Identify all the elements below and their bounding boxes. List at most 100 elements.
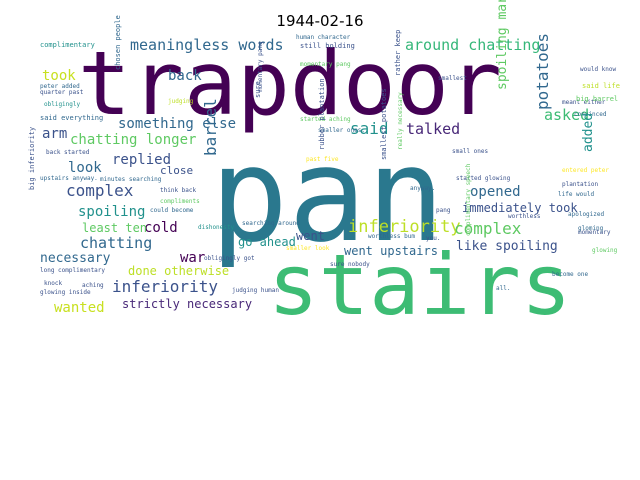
- cloud-word: look: [68, 160, 102, 176]
- cloud-word: wanted: [54, 300, 105, 316]
- cloud-word: quarter past: [40, 89, 84, 96]
- cloud-word: said life: [582, 82, 620, 90]
- cloud-word: said everything: [40, 114, 103, 122]
- cloud-word: entered peter: [562, 167, 609, 174]
- cloud-word: minutes searching: [100, 176, 162, 183]
- cloud-word: necessary: [40, 251, 111, 266]
- cloud-word: judging: [168, 98, 194, 105]
- cloud-word: peter added: [40, 83, 80, 90]
- cloud-word: immediately took: [462, 201, 578, 215]
- cloud-word: long complimentary: [40, 267, 105, 274]
- cloud-word: gloming: [578, 225, 604, 232]
- cloud-word: judging human: [232, 287, 279, 294]
- cloud-word: trapdoor: [78, 32, 502, 135]
- cloud-word: pan: [210, 119, 445, 271]
- cloud-word: pang: [436, 207, 451, 214]
- cloud-word-vertical: big inferiority: [28, 127, 36, 190]
- cloud-word-vertical: rather keep: [394, 30, 402, 76]
- cloud-word: small ones: [452, 148, 489, 155]
- cloud-word: upstairs anyway.: [40, 175, 98, 182]
- cloud-word: asked: [544, 106, 589, 124]
- cloud-word-vertical: sure: [254, 81, 262, 98]
- cloud-word: knock: [44, 280, 62, 287]
- cloud-word: obligingly: [44, 101, 81, 108]
- cloud-word: spoiling: [78, 204, 145, 220]
- cloud-word: would know: [580, 66, 617, 73]
- cloud-word-vertical: momentary pang: [257, 41, 264, 92]
- cloud-word: back: [168, 68, 202, 84]
- cloud-word: stairs: [268, 236, 571, 334]
- cloud-word: inferiority: [348, 217, 461, 237]
- cloud-word: talked: [406, 120, 460, 138]
- cloud-word: all.: [496, 285, 510, 292]
- cloud-word: anyway.: [410, 185, 435, 192]
- cloud-word-vertical: rubber plantation: [318, 78, 326, 150]
- cloud-word: chatting longer: [70, 132, 196, 148]
- cloud-word: you.: [426, 235, 440, 242]
- cloud-word: war: [180, 250, 205, 266]
- cloud-word: smallest: [438, 75, 467, 82]
- cloud-word: arm: [42, 126, 67, 142]
- cloud-word: past five: [306, 156, 339, 163]
- cloud-word: aching: [82, 282, 104, 289]
- cloud-word-vertical: spoiling margot: [495, 0, 510, 90]
- cloud-word: replied: [112, 152, 171, 168]
- cloud-word: complex: [454, 219, 522, 238]
- cloud-word: smaller look: [286, 245, 330, 252]
- cloud-word: opened: [470, 184, 521, 200]
- cloud-word-vertical: barrel: [201, 98, 220, 156]
- cloud-word-vertical: potatoes: [533, 33, 552, 110]
- cloud-word: meaningless words: [130, 36, 284, 54]
- cloud-word-vertical: smallest potatoes: [380, 88, 388, 160]
- cloud-word: cold: [144, 220, 178, 236]
- cloud-word: went upstairs: [344, 244, 438, 258]
- cloud-word-vertical: added: [581, 113, 596, 152]
- cloud-word: big barrel: [576, 95, 618, 103]
- cloud-word: sure nobody: [330, 261, 370, 268]
- cloud-word: complex: [66, 181, 134, 200]
- cloud-word: around chatting: [405, 36, 540, 54]
- cloud-word: meant either: [562, 99, 606, 106]
- cloud-word: momentary: [578, 229, 611, 236]
- cloud-word-vertical: really necessary: [397, 92, 404, 150]
- cloud-word: back started: [46, 149, 90, 156]
- cloud-word: human character: [296, 34, 351, 41]
- cloud-word: momentary pang: [300, 61, 351, 68]
- page-title: 1944-02-16: [276, 12, 364, 30]
- cloud-word: close: [160, 164, 193, 177]
- cloud-word: strictly necessary: [122, 297, 252, 311]
- cloud-word: complimentary: [40, 41, 95, 49]
- cloud-word: think back: [160, 187, 197, 194]
- cloud-word: started glowing: [456, 175, 511, 182]
- cloud-word: convinced: [574, 111, 607, 118]
- cloud-word: obligingly got: [204, 255, 255, 262]
- cloud-word: like spoiling: [456, 239, 558, 254]
- cloud-word: glowing: [592, 247, 618, 254]
- cloud-word: glowing inside: [40, 289, 91, 296]
- cloud-word: chatting: [80, 234, 152, 252]
- cloud-word: dishonesty: [198, 224, 235, 231]
- cloud-word: least ten: [82, 221, 147, 235]
- cloud-word: done otherwise: [128, 264, 229, 278]
- cloud-word: inferiority: [112, 277, 218, 296]
- cloud-word: smaller ones.: [318, 127, 365, 134]
- cloud-word-vertical: chosen people: [114, 15, 122, 70]
- cloud-word: took: [42, 68, 76, 84]
- cloud-word: worthless bum: [368, 233, 415, 240]
- cloud-word: started aching: [300, 116, 351, 123]
- cloud-word: still holding: [300, 42, 355, 50]
- cloud-word-vertical: complimentary speech: [465, 163, 472, 236]
- cloud-word: go ahead: [238, 235, 296, 249]
- cloud-word: life would: [558, 191, 595, 198]
- cloud-word: said: [350, 119, 389, 138]
- cloud-word: become one: [552, 271, 589, 278]
- cloud-word: compliments: [160, 198, 200, 205]
- cloud-word: could become: [150, 207, 194, 214]
- cloud-word: something else: [118, 116, 236, 132]
- cloud-word: went: [296, 229, 325, 243]
- cloud-word: apologized: [568, 211, 605, 218]
- cloud-word: worthless: [508, 213, 541, 220]
- cloud-word: searching around: [242, 220, 300, 227]
- cloud-word: plantation: [562, 181, 599, 188]
